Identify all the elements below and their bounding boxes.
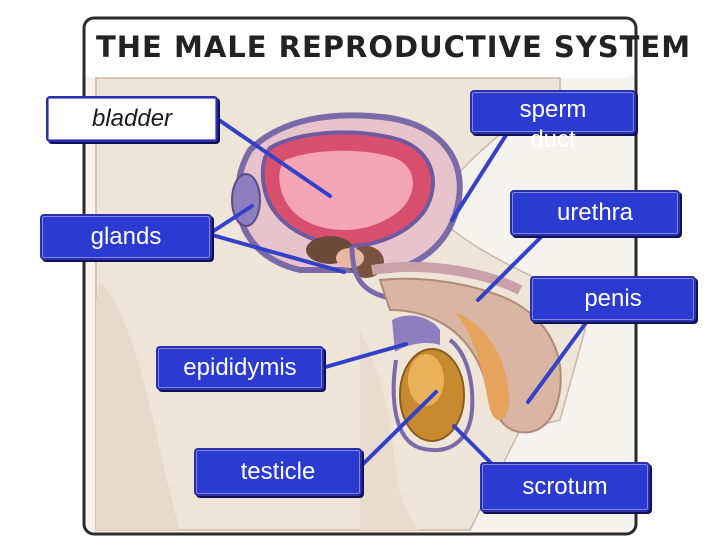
leader-lines: [210, 116, 590, 472]
label-sperm-duct-box[interactable]: sperm duct: [470, 90, 636, 153]
diagram-title: THE MALE REPRODUCTIVE SYSTEM: [96, 30, 692, 64]
leader-bladder: [214, 116, 332, 198]
label-bladder[interactable]: bladder: [46, 96, 218, 142]
label-penis[interactable]: penis: [530, 276, 696, 322]
leader-glands-lower: [210, 233, 346, 274]
label-glands[interactable]: glands: [40, 214, 212, 260]
erectile-tissue: [455, 312, 510, 420]
leader-epididymis: [320, 342, 408, 370]
scrotum-outline: [391, 338, 475, 452]
thigh-shadow: [96, 280, 180, 530]
leader-urethra: [476, 228, 550, 302]
prostate: [336, 248, 364, 268]
testicle-highlight: [408, 354, 444, 406]
leader-testicle: [360, 390, 438, 467]
label-scrotum[interactable]: scrotum: [480, 462, 650, 512]
label-epididymis[interactable]: epididymis: [156, 346, 324, 390]
label-sperm-duct: sperm duct: [519, 96, 587, 153]
inner-thigh: [360, 330, 420, 530]
label-testicle[interactable]: testicle: [194, 448, 362, 496]
title-strip: [86, 20, 634, 78]
bladder-highlight: [279, 150, 413, 230]
leader-sperm-duct: [450, 130, 510, 222]
sperm-duct-loop: [371, 261, 523, 295]
label-urethra[interactable]: urethra: [510, 190, 680, 236]
leader-glands-upper: [210, 204, 254, 234]
leader-penis: [526, 318, 590, 404]
